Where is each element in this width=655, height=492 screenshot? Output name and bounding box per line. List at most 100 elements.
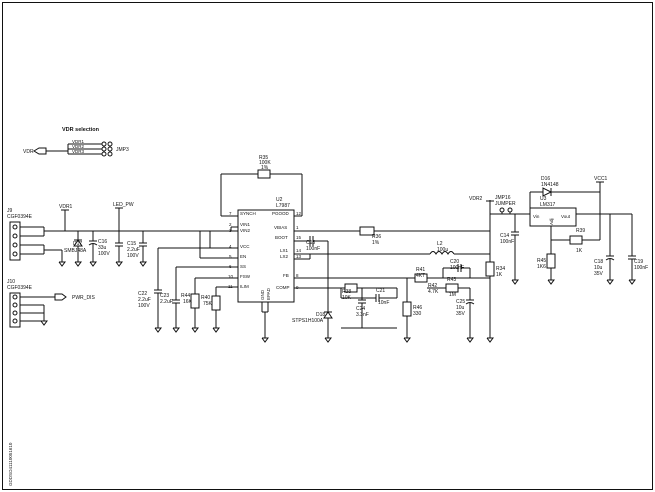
u2-pin12-num: 12 (296, 211, 302, 216)
l2-inductor (429, 251, 455, 255)
u2-vin2-pin: VIN2 (240, 228, 251, 233)
c15-ref-label: C15 (127, 241, 136, 247)
u2-pin13-num: 13 (296, 254, 302, 259)
u2-pin1-num: 1 (296, 225, 299, 230)
vcc1-net-label: VCC1 (594, 176, 608, 182)
u2-en-pin: EN (240, 254, 246, 259)
r45-ref-label: R45 (537, 258, 546, 264)
r35-value-label: 100K (259, 160, 271, 166)
u2-pin5-num: 5 (229, 254, 232, 259)
r45-value-label: 1K6 (537, 264, 546, 270)
u2-fsw-pin: FSW (240, 274, 251, 279)
u2-part-label: L7987 (276, 203, 290, 209)
u3-adj-pin: Adj (549, 218, 554, 225)
u3-ic-body (529, 207, 577, 227)
u2-ilim-pin: ILIM (240, 284, 249, 289)
u2-ic-body (237, 209, 295, 303)
r39-resistor (569, 235, 583, 245)
vdr-port-arrow (33, 147, 47, 155)
r35-ref-label: R35 (259, 155, 268, 161)
c21-value-label: 10nF (378, 300, 389, 306)
ground-symbol (58, 261, 66, 267)
r36-value-label: 1% (372, 240, 380, 246)
u2-pin8-num: 8 (296, 273, 299, 278)
u3-ref-label: U3 (540, 196, 547, 202)
r35-resistor (257, 169, 271, 179)
c23-ref-label: C23 (160, 293, 169, 299)
r34-value-label: 1K (496, 272, 503, 278)
r42-value-label: 4.7K (428, 289, 439, 295)
r40-resistor (211, 295, 221, 311)
d17-value-label: SMBJ48A (64, 248, 87, 254)
vdr1-net-label: VDR1 (59, 204, 73, 210)
c25-rating-label: 35V (456, 311, 466, 317)
r34-resistor (485, 261, 495, 277)
r44-resistor (190, 293, 200, 309)
u2-epad-pin: EPAD (266, 287, 271, 300)
u2-ref-label: U2 (276, 197, 283, 203)
c13-value-label: 100nF (306, 246, 320, 252)
r39-value-label: 1K (576, 248, 583, 254)
j9-connector (9, 221, 21, 261)
c15-value-label: 2.2uF (127, 247, 140, 253)
r43-ref-label: R43 (447, 277, 456, 283)
l2-ref-label: L2 (437, 241, 443, 247)
c19-ref-label: C19 (634, 259, 643, 265)
vdr3-pin-label: VDR3 (72, 149, 85, 154)
d18-ref-label: D18 (316, 312, 325, 318)
u2-pin15-num: 15 (296, 235, 302, 240)
u2-fb-pin: FB (283, 273, 289, 278)
d16-diode (542, 187, 553, 197)
u2-pin10-num: 10 (228, 274, 234, 279)
c14-ref-label: C14 (500, 233, 509, 239)
c22-ref-label: C22 (138, 291, 147, 297)
u2-pin14-num: 14 (296, 248, 302, 253)
d18-value-label: STPS1H100A (292, 318, 324, 324)
led-pw-net-label: LED_PW (113, 202, 134, 208)
r36-ref-label: R36 (372, 234, 381, 240)
r40-value-label: 75K (203, 301, 213, 307)
u2-vcc-pin: VCC (240, 244, 250, 249)
vdr-selection-title: VDR selection (62, 127, 100, 133)
c18-value-label: 10u (594, 265, 603, 271)
r42-ref-label: R42 (428, 283, 437, 289)
c20-value-label: 100nF (450, 265, 464, 271)
u3-part-label: LM317 (540, 202, 556, 208)
u2-pin7-num: 7 (229, 211, 232, 216)
c25-ref-label: C25 (456, 299, 465, 305)
c15-rating-label: 100V (127, 253, 139, 259)
j10-ref-label: J10 (7, 279, 15, 285)
j10-part-label: CGF0394E (7, 285, 33, 291)
vdr-input-net-label: VDR (23, 149, 34, 155)
u3-vout-pin: Vout (561, 214, 571, 219)
c24-ref-label: C24 (356, 306, 365, 312)
u2-vin1-pin: VIN1 (240, 222, 251, 227)
u2-lx2-pin: LX2 (280, 254, 289, 259)
r35-tol-label: 1% (261, 165, 269, 171)
u2-pin2-num: 2 (229, 222, 232, 227)
u2-gnd-pin: GND (260, 289, 265, 300)
j10-connector (9, 292, 21, 328)
jmp16-desc-label: JUMPER (495, 201, 516, 207)
r43-value-label: 1M (449, 292, 456, 298)
r46-value-label: 330 (413, 311, 422, 317)
c16-rating-label: 100V (98, 251, 110, 257)
u2-synch-pin: SYNCH (240, 211, 256, 216)
u2-boot-pin: BOOT (275, 235, 288, 240)
d16-value-label: 1N4148 (541, 182, 559, 188)
c13-ref-label: C13 (306, 240, 315, 246)
r46-ref-label: R46 (413, 305, 422, 311)
r46-resistor (402, 301, 412, 317)
r45-resistor (546, 253, 556, 269)
r41-value-label: 4K7 (416, 273, 425, 279)
d17-ref-label: D17 (73, 241, 82, 247)
r44-value-label: 16K (183, 299, 193, 305)
c14-value-label: 100nF (500, 239, 514, 245)
u2-vbias-pin: VBIAS (274, 225, 287, 230)
j9-part-label: CGF0394E (7, 214, 33, 220)
c16-value-label: 33u (98, 245, 107, 251)
c16-ref-label: C16 (98, 239, 107, 245)
u2-comp-pin: COMP (276, 285, 290, 290)
